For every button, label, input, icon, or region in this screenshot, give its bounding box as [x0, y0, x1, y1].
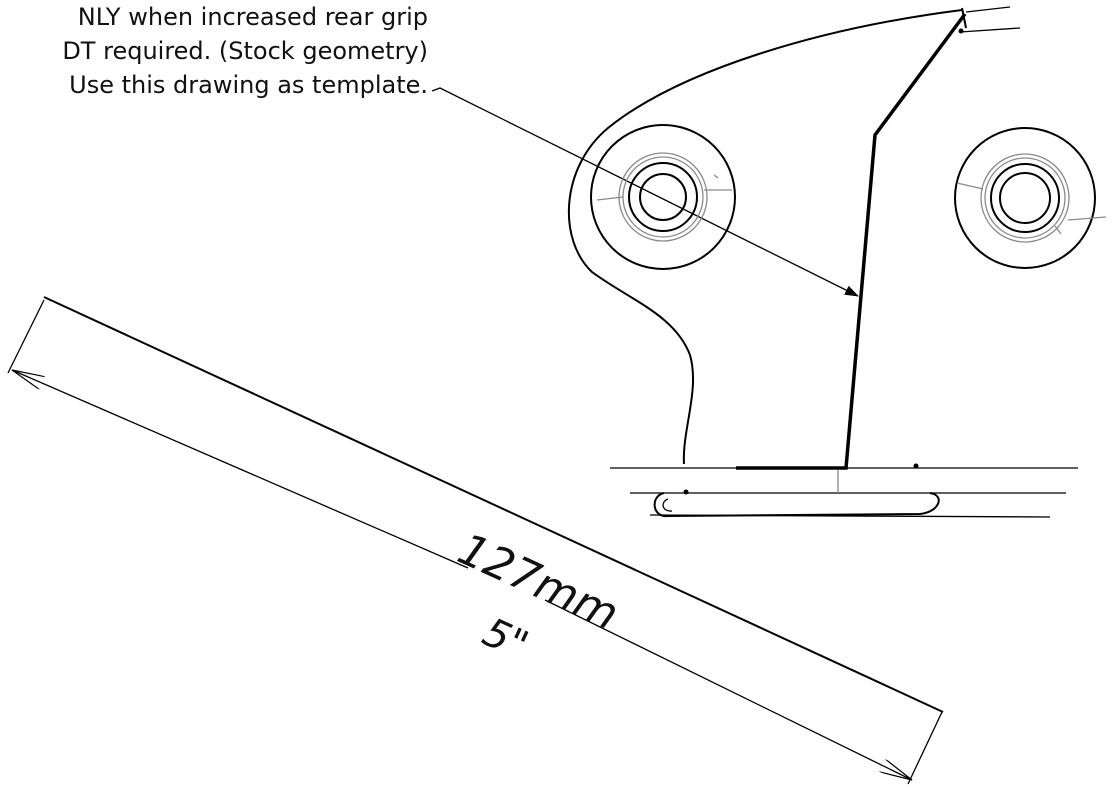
dimension-extension-line-left [7, 299, 45, 374]
note-line-3: Use this drawing as template. [69, 71, 428, 99]
left-bushing [590, 124, 736, 270]
bracket-outline [567, 9, 963, 465]
bracket-profile-edge [736, 12, 967, 470]
dimension-line-right [544, 599, 912, 781]
dimension-extension-line-right [907, 711, 943, 785]
dimension-line [12, 369, 469, 569]
top-right-edge [961, 7, 967, 29]
leader-line [431, 87, 859, 297]
base-plate [610, 463, 1078, 518]
right-bushing [954, 127, 1107, 269]
dimension-text-metric: 127mm [450, 524, 626, 641]
top-right-dot [958, 28, 964, 34]
note-line-2: DT required. (Stock geometry) [62, 37, 428, 65]
dimension-text-imperial: 5" [476, 609, 535, 669]
reference-line [43, 296, 944, 713]
top-right-line-b [959, 27, 1021, 33]
top-right-line-a [965, 6, 1011, 13]
note-line-1: NLY when increased rear grip [77, 3, 428, 31]
